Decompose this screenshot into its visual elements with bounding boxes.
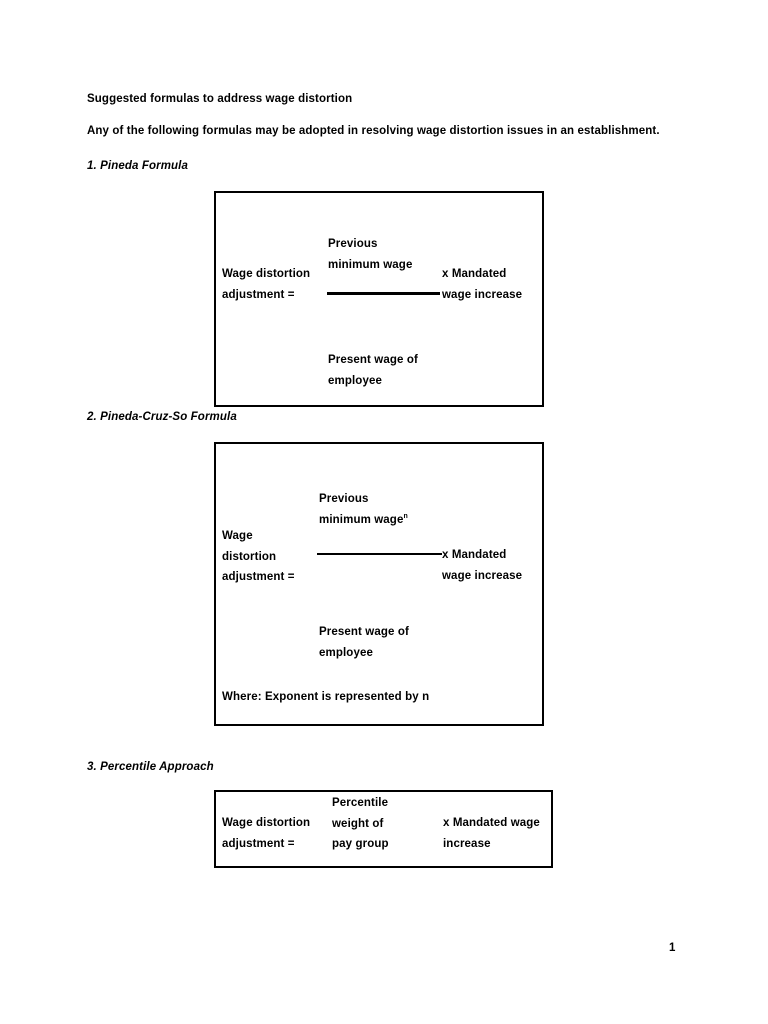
formula-denominator: Present wage of employee xyxy=(319,622,409,663)
fraction-bar xyxy=(327,292,440,295)
intro-paragraph: Any of the following formulas may be ado… xyxy=(87,125,660,137)
numerator-line-2: minimum wage xyxy=(328,258,413,271)
denominator-line-1: Present wage of xyxy=(328,354,418,366)
mid-line-2: weight of xyxy=(332,817,384,830)
formula-right-hand-side: x Mandated wage increase xyxy=(442,264,522,305)
section-heading-pineda-formula: 1. Pineda Formula xyxy=(87,160,189,172)
rhs-line-2: wage increase xyxy=(442,288,523,301)
denominator-line-1: Present wage of xyxy=(319,626,409,638)
rhs-line-1: x Mandated wage xyxy=(443,817,540,829)
mid-line-1: Percentile xyxy=(332,797,389,809)
lhs-line-1: Wage xyxy=(222,530,253,542)
formula-numerator: Previous minimum wage xyxy=(328,234,412,275)
numerator-line-1: Previous xyxy=(319,493,369,505)
formula-numerator: Previous minimum wagen xyxy=(319,489,408,530)
lhs-line-1: Wage distortion xyxy=(222,268,311,280)
denominator-line-2: employee xyxy=(328,374,382,387)
formula-right-hand-side: x Mandated wage increase xyxy=(443,813,540,854)
rhs-line-2: wage increase xyxy=(442,569,523,582)
rhs-line-1: x Mandated xyxy=(442,268,507,280)
rhs-line-1: x Mandated xyxy=(442,549,507,561)
numerator-line-1: Previous xyxy=(328,238,378,250)
formula-left-hand-side: Wage distortion adjustment = xyxy=(222,813,310,854)
mid-line-3: pay group xyxy=(332,838,389,850)
page-title: Suggested formulas to address wage disto… xyxy=(87,93,353,105)
rhs-line-2: increase xyxy=(443,837,491,850)
lhs-line-2: adjustment = xyxy=(222,288,295,301)
lhs-line-2: adjustment = xyxy=(222,837,295,850)
exponent-superscript: n xyxy=(403,512,408,520)
formula-note: Where: Exponent is represented by n xyxy=(222,691,430,703)
section-heading-percentile-approach: 3. Percentile Approach xyxy=(87,761,214,773)
formula-middle-term: Percentile weight of pay group xyxy=(332,793,389,855)
formula-left-hand-side: Wage distortion adjustment = xyxy=(222,526,295,588)
lhs-line-3: adjustment = xyxy=(222,571,295,583)
page-number: 1 xyxy=(669,942,676,954)
formula-denominator: Present wage of employee xyxy=(328,350,418,391)
formula-right-hand-side: x Mandated wage increase xyxy=(442,545,522,586)
numerator-line-2: minimum wage xyxy=(319,513,404,526)
formula-box-pineda-cruz-so: Wage distortion adjustment = Previous mi… xyxy=(214,442,544,726)
fraction-bar xyxy=(317,553,442,555)
formula-box-percentile: Wage distortion adjustment = Percentile … xyxy=(214,790,553,868)
lhs-line-2: distortion xyxy=(222,550,277,563)
denominator-line-2: employee xyxy=(319,646,373,659)
lhs-line-1: Wage distortion xyxy=(222,817,311,829)
section-heading-pineda-cruz-so-formula: 2. Pineda-Cruz-So Formula xyxy=(87,411,237,423)
formula-box-pineda: Wage distortion adjustment = Previous mi… xyxy=(214,191,544,407)
formula-left-hand-side: Wage distortion adjustment = xyxy=(222,264,310,305)
